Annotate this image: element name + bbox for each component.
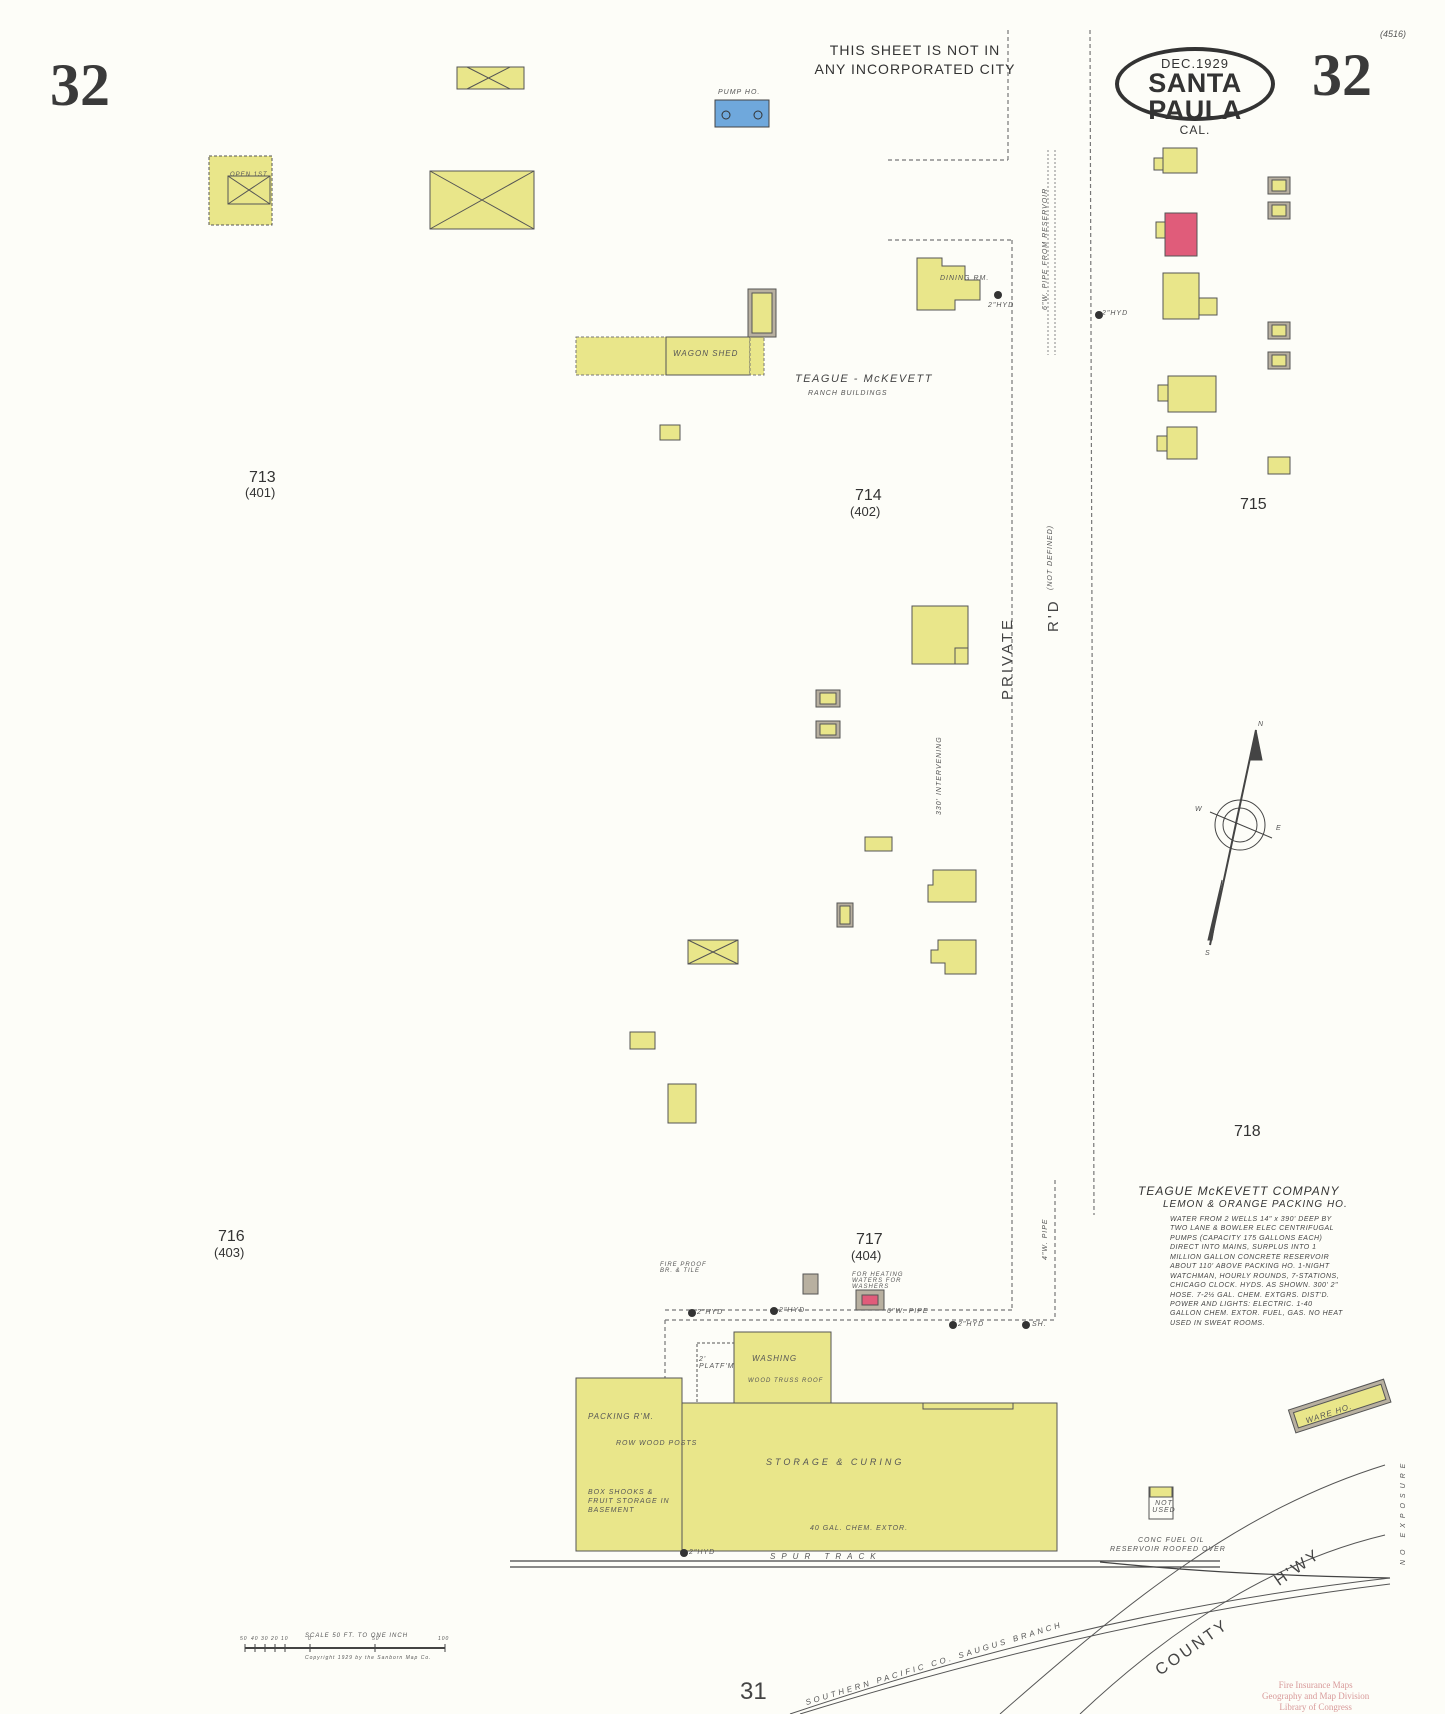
county-highway bbox=[999, 1464, 1386, 1714]
road-label: R'D bbox=[1045, 598, 1062, 632]
building-b bbox=[429, 170, 535, 230]
pump-house-label: PUMP HO. bbox=[718, 89, 761, 96]
compass-rose bbox=[1207, 729, 1273, 946]
railroad bbox=[789, 1577, 1391, 1714]
box-shooks-label: BOX SHOOKS & FRUIT STORAGE IN BASEMENT bbox=[588, 1489, 670, 1515]
building-c-open bbox=[208, 155, 273, 226]
water-pipe bbox=[1047, 150, 1056, 355]
notice-line-2: ANY INCORPORATED CITY bbox=[814, 61, 1016, 77]
hydrant-label-3: 2"HYD bbox=[697, 1309, 724, 1316]
hydrants bbox=[680, 291, 1103, 1557]
packing-room-label: PACKING R'M. bbox=[588, 1412, 654, 1421]
hydrant-label-5: 2"HYD bbox=[958, 1321, 985, 1328]
company-name: TEAGUE McKEVETT COMPANY bbox=[1138, 1184, 1340, 1198]
not-defined-label: (NOT DEFINED) bbox=[1047, 524, 1054, 590]
scale-tick-100: 100 bbox=[438, 1636, 450, 1642]
pipe-6w-label: 6"W. PIPE bbox=[887, 1308, 929, 1315]
warehouse bbox=[1287, 1378, 1392, 1434]
open-first-label: OPEN 1ST bbox=[230, 172, 268, 178]
spur-track-label: SPUR TRACK bbox=[770, 1552, 882, 1561]
hydrant-label-4: 2"HYD bbox=[779, 1307, 806, 1314]
city-cartouche: DEC.1929 SANTA PAULA CAL. bbox=[1115, 47, 1275, 136]
block-713-sub: (401) bbox=[245, 485, 276, 500]
wood-truss-label: WOOD TRUSS ROOF bbox=[748, 1378, 824, 1384]
packing-house bbox=[575, 1273, 1174, 1552]
scale-tick-20: 20 bbox=[271, 1636, 279, 1642]
block-713: 713 bbox=[249, 469, 276, 486]
small-shed bbox=[659, 424, 681, 441]
compass-s: S bbox=[1205, 950, 1211, 957]
scale-bar bbox=[244, 1644, 446, 1652]
library-stamp: Fire Insurance Maps Geography and Map Di… bbox=[1262, 1680, 1369, 1712]
catalog-number: (4516) bbox=[1380, 29, 1407, 39]
company-subtitle: LEMON & ORANGE PACKING HO. bbox=[1163, 1199, 1348, 1210]
sh-label: SH. bbox=[1032, 1321, 1047, 1328]
wagon-shed-label: WAGON SHED bbox=[673, 349, 739, 358]
block-717: 717 bbox=[856, 1231, 883, 1248]
block-715: 715 bbox=[1240, 496, 1267, 513]
heating-water-label: FOR HEATING WATERS FOR WASHERS bbox=[852, 1272, 904, 1290]
scale-tick-0: 0 bbox=[308, 1636, 312, 1642]
city-name: SANTA PAULA bbox=[1148, 68, 1242, 125]
pipe-from-reservoir-label: 6"W. PIPE FROM RESERVOIR bbox=[1042, 187, 1049, 310]
ranch-title: TEAGUE - McKEVETT bbox=[795, 373, 933, 385]
stamp-line-1: Fire Insurance Maps bbox=[1278, 1680, 1353, 1690]
wagon-shed bbox=[575, 288, 777, 376]
intervening-label: 330' INTERVENING bbox=[936, 736, 943, 815]
compass-n: N bbox=[1258, 721, 1265, 728]
chem-extor-label: 40 GAL. CHEM. EXTOR. bbox=[810, 1525, 909, 1532]
sheet-number-right: 32 bbox=[1312, 42, 1372, 108]
scale-tick-50a: 50 bbox=[240, 1636, 248, 1642]
hydrant-label-6: 2"HYD bbox=[689, 1549, 716, 1556]
compass-w: W bbox=[1195, 806, 1203, 813]
conc-fuel-label: CONC FUEL OIL bbox=[1138, 1537, 1205, 1544]
pump-house bbox=[714, 99, 770, 128]
company-notes: WATER FROM 2 WELLS 14" x 390' DEEP BY TW… bbox=[1170, 1216, 1343, 1327]
stamp-line-2: Geography and Map Division bbox=[1262, 1690, 1370, 1701]
adjoining-sheet-number: 31 bbox=[740, 1678, 767, 1705]
platform-label: 2' PLATF'M bbox=[699, 1356, 735, 1370]
pipe-4w-label: 4"W. PIPE bbox=[1042, 1218, 1049, 1260]
building-p-cross-2 bbox=[687, 939, 739, 965]
not-used-label: NOT USED bbox=[1152, 1500, 1176, 1514]
fireproof-label: FIRE PROOF BR. & TILE bbox=[660, 1262, 707, 1274]
scale-tick-30: 30 bbox=[261, 1636, 269, 1642]
no-exposure-label: NO EXPOSURE bbox=[1400, 1458, 1407, 1565]
dwellings-middle bbox=[629, 605, 977, 1124]
state-name: CAL. bbox=[1179, 123, 1211, 137]
dining-room bbox=[916, 257, 981, 311]
hydrant-label-2: 2"HYD bbox=[988, 302, 1015, 309]
dwellings-east bbox=[1153, 147, 1291, 475]
notice-line-1: THIS SHEET IS NOT IN bbox=[829, 42, 1001, 58]
private-road-label: PRIVATE bbox=[999, 617, 1016, 700]
block-716-sub: (403) bbox=[214, 1245, 245, 1260]
block-717-sub: (404) bbox=[851, 1248, 882, 1263]
row-wood-posts-label: ROW WOOD POSTS bbox=[616, 1440, 698, 1447]
reservoir-roofed-label: RESERVOIR ROOFED OVER bbox=[1110, 1546, 1226, 1553]
sheet-number-left: 32 bbox=[50, 52, 110, 118]
block-714-sub: (402) bbox=[850, 504, 881, 519]
dining-room-label: DINING RM. bbox=[940, 275, 990, 282]
building-a-top bbox=[456, 66, 525, 90]
scale-tick-10: 10 bbox=[281, 1636, 289, 1642]
scale-title: SCALE 50 FT. TO ONE INCH bbox=[305, 1633, 409, 1639]
sheet-date: DEC.1929 bbox=[1161, 56, 1229, 71]
spur-track bbox=[510, 1560, 1391, 1579]
scale-tick-50b: 50 bbox=[372, 1636, 380, 1642]
block-718: 718 bbox=[1234, 1123, 1261, 1140]
hydrant-label-1: 2"HYD bbox=[1102, 310, 1129, 317]
ranch-subtitle: RANCH BUILDINGS bbox=[808, 390, 888, 397]
scale-tick-40: 40 bbox=[251, 1636, 259, 1642]
storage-curing-label: STORAGE & CURING bbox=[766, 1457, 905, 1467]
compass-e: E bbox=[1276, 825, 1282, 832]
block-716: 716 bbox=[218, 1228, 245, 1245]
stamp-line-3: Library of Congress bbox=[1279, 1701, 1352, 1712]
lot-lines bbox=[664, 29, 1095, 1380]
washing-label: WASHING bbox=[752, 1354, 798, 1363]
copyright: Copyright 1929 by the Sanborn Map Co. bbox=[305, 1655, 432, 1661]
block-714: 714 bbox=[855, 487, 882, 504]
